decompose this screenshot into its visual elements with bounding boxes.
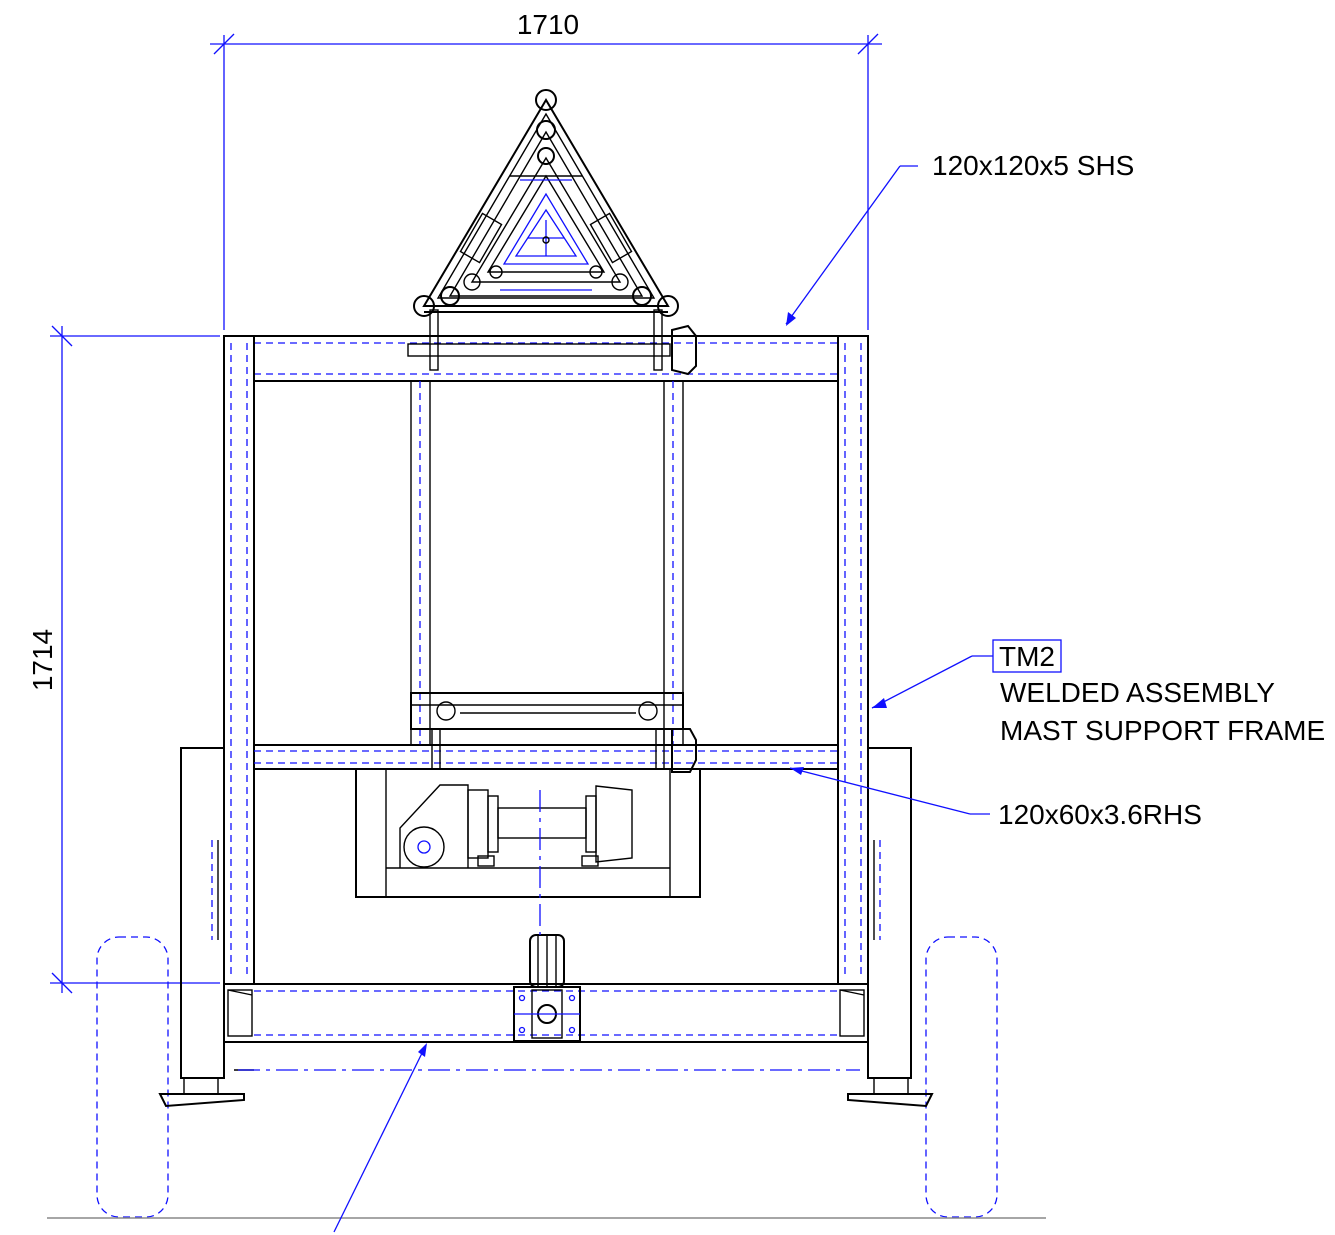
winch-assembly (355, 768, 701, 935)
lower-mast-clamp (406, 692, 697, 773)
tm2-tag: TM2 (999, 641, 1055, 672)
right-outrigger (847, 747, 934, 1108)
left-wheel-outline (96, 936, 169, 1218)
tm2-callout: TM2 WELDED ASSEMBLY MAST SUPPORT FRAME (871, 639, 1325, 746)
left-outrigger (158, 747, 254, 1108)
assembly-title-line2: MAST SUPPORT FRAME (1000, 715, 1325, 746)
height-dimension-label: 1714 (27, 629, 58, 691)
triangular-truss-mast (413, 89, 679, 317)
rhs-label: 120x60x3.6RHS (998, 799, 1202, 830)
top-mast-clamp (407, 309, 697, 376)
width-dimension: 1710 (210, 9, 882, 330)
chassis-beam (223, 934, 869, 1043)
chassis-leader (333, 1043, 427, 1233)
assembly-title-line1: WELDED ASSEMBLY (1000, 677, 1275, 708)
shs-label: 120x120x5 SHS (932, 150, 1134, 181)
width-dimension-label: 1710 (517, 9, 579, 40)
height-dimension: 1714 (27, 325, 220, 994)
right-wheel-outline (925, 936, 998, 1218)
rhs-callout: 120x60x3.6RHS (789, 767, 1202, 830)
shs-callout: 120x120x5 SHS (785, 150, 1134, 326)
mast-support-frame (223, 335, 869, 985)
